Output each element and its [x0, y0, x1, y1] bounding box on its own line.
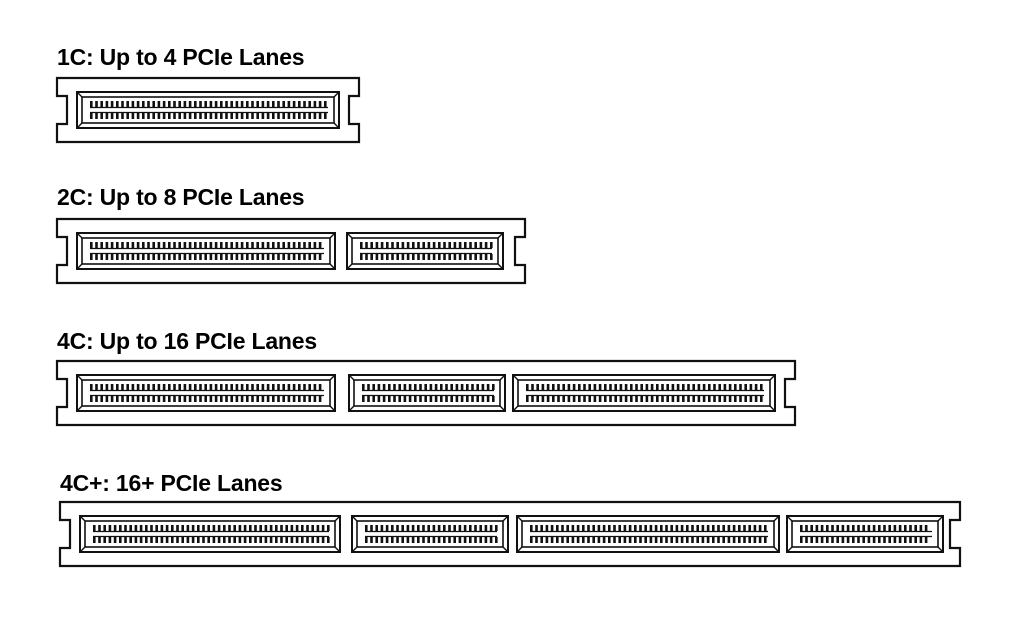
contact-segment-wide [512, 374, 776, 412]
contact-pins [90, 384, 324, 402]
contact-pins [800, 525, 932, 543]
row-title-1c: 1C: Up to 4 PCIe Lanes [57, 44, 305, 70]
contact-segment-narrow [786, 515, 944, 553]
row-title-4cplus: 4C+: 16+ PCIe Lanes [60, 470, 283, 496]
contact-pins [526, 384, 764, 402]
contact-segment-narrow [351, 515, 509, 553]
contact-segment-narrow [348, 374, 506, 412]
contact-segment-wide [516, 515, 780, 553]
contact-segment-narrow [346, 232, 504, 270]
connector-body [55, 217, 527, 285]
contact-pins [93, 525, 330, 543]
contact-segment-wide [79, 515, 341, 553]
contact-pins [90, 101, 328, 119]
contact-pins [90, 242, 324, 260]
connector-body [55, 359, 797, 427]
connector-body [55, 76, 361, 144]
contact-segment-wide [76, 232, 336, 270]
contact-segment-wide [76, 91, 340, 129]
contact-pins [530, 525, 768, 543]
contact-pins [360, 242, 493, 260]
connector-body [58, 500, 962, 568]
contact-pins [362, 384, 495, 402]
row-title-2c: 2C: Up to 8 PCIe Lanes [57, 184, 305, 210]
contact-pins [365, 525, 498, 543]
contact-segment-wide [76, 374, 336, 412]
row-title-4c: 4C: Up to 16 PCIe Lanes [57, 328, 317, 354]
